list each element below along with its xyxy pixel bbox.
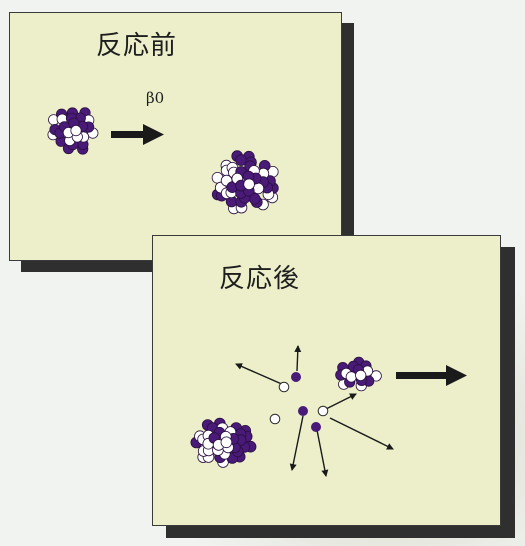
projectile-nucleus xyxy=(48,108,98,155)
neutron xyxy=(71,125,81,135)
fragment-arrow xyxy=(396,365,467,386)
residual-nucleus xyxy=(191,418,256,467)
neutron xyxy=(346,372,356,382)
fragment-nucleus xyxy=(336,357,382,391)
neutron xyxy=(244,179,255,190)
target-nucleus xyxy=(212,151,278,214)
neutron xyxy=(221,437,232,448)
neutron xyxy=(356,370,366,380)
beam-arrow xyxy=(111,124,164,145)
